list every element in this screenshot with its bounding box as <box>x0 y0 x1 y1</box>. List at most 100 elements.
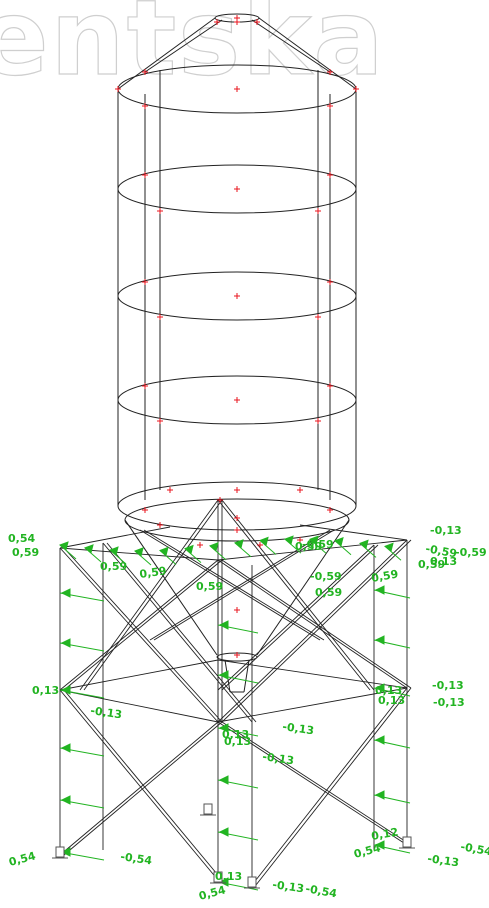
load-value-label: 0,59 <box>12 546 39 559</box>
support-frame-bracing <box>59 499 412 886</box>
green-arrow-icon <box>218 775 229 785</box>
green-arrow-icon <box>334 536 344 547</box>
load-value-label: -0,59 <box>310 570 342 583</box>
wind-load-arrows <box>59 535 411 891</box>
cross-brace <box>63 721 223 856</box>
cross-brace <box>217 544 375 691</box>
cross-brace <box>251 687 408 886</box>
hopper-edge <box>256 519 350 656</box>
load-value-label: 0,12 <box>370 825 399 843</box>
load-value-label: -0,13 <box>272 878 305 895</box>
load-value-label: -0,54 <box>459 840 489 858</box>
watermark-text: entska <box>0 0 386 92</box>
load-value-label: -0,54 <box>120 850 154 867</box>
green-arrow-icon <box>374 635 385 645</box>
green-arrow-icon <box>374 790 385 800</box>
green-arrow-icon <box>60 795 71 805</box>
green-arrow-icon <box>284 535 294 546</box>
cross-brace <box>153 529 335 641</box>
load-value-label: 0,59 <box>196 580 223 593</box>
load-value-label: -0,54 <box>304 882 338 900</box>
base-supports <box>52 803 415 889</box>
support-icon <box>247 876 257 888</box>
frame-beam <box>217 687 408 723</box>
cross-brace <box>221 559 412 689</box>
cross-brace <box>63 547 223 723</box>
support-icon <box>213 871 223 883</box>
load-value-label: -0,59 <box>455 546 487 559</box>
cross-brace <box>139 529 321 641</box>
load-value-label: 0,59 <box>100 560 127 573</box>
load-value-label: -0,59 <box>424 542 457 560</box>
green-arrow-icon <box>60 685 71 695</box>
green-arrow-icon <box>60 847 71 857</box>
load-value-label: 0,59 <box>295 540 322 553</box>
green-arrow-icon <box>374 735 385 745</box>
cross-brace <box>149 529 331 641</box>
roof-edge <box>251 19 331 73</box>
cross-brace <box>217 721 408 846</box>
hopper-edge <box>124 519 218 656</box>
cross-brace <box>59 559 219 691</box>
load-value-label: -0,59 <box>302 538 334 551</box>
cross-brace <box>221 544 379 691</box>
load-value-label: 0,13 <box>375 684 402 697</box>
cross-brace <box>59 547 219 723</box>
cross-brace <box>102 542 253 723</box>
roof-edge <box>117 17 216 90</box>
green-arrow-icon <box>60 743 71 753</box>
green-arrow-icon <box>218 620 229 630</box>
green-arrow-icon <box>384 542 394 553</box>
cross-brace <box>63 559 223 691</box>
green-arrow-icon <box>159 546 169 557</box>
load-value-label: 0,13 <box>224 735 251 748</box>
frame-beam <box>59 659 219 691</box>
roof-edge <box>258 17 357 90</box>
cross-brace <box>221 499 375 691</box>
green-arrow-icon <box>84 544 94 554</box>
node-markers <box>115 15 359 658</box>
watermark-logo: entska <box>0 0 386 92</box>
frame-beam <box>59 526 171 549</box>
frame-beam <box>59 689 219 723</box>
green-arrow-icon <box>259 536 269 547</box>
green-arrow-icon <box>60 588 71 598</box>
cross-brace <box>221 539 412 723</box>
load-value-label: -0,13 <box>430 524 462 537</box>
load-value-label: 0,54 <box>8 532 35 545</box>
load-value-label: 0,13 <box>32 684 59 697</box>
load-value-label: -0,13 <box>433 696 465 709</box>
load-value-label: 0,54 <box>7 849 37 869</box>
green-arrow-icon <box>109 546 119 556</box>
green-arrow-icon <box>218 877 229 887</box>
cross-brace <box>143 529 325 641</box>
green-arrow-icon <box>184 544 194 555</box>
green-arrow-icon <box>374 683 385 693</box>
cross-brace <box>255 687 412 886</box>
cross-brace <box>83 499 223 691</box>
green-arrow-icon <box>60 638 71 648</box>
load-value-label: 0,59 <box>370 567 399 585</box>
green-arrow-icon <box>218 827 229 837</box>
cross-brace <box>217 539 408 723</box>
green-arrow-icon <box>209 542 219 552</box>
load-value-label: 0,13 <box>215 870 242 883</box>
load-value-label: -0,13 <box>427 852 460 869</box>
roof-edge <box>144 19 223 73</box>
load-value-label: 0,59 <box>315 586 342 599</box>
cross-brace <box>59 689 219 881</box>
cross-brace <box>106 542 257 723</box>
support-icon <box>203 803 213 815</box>
green-arrow-icon <box>359 539 369 550</box>
frame-beam <box>217 539 408 561</box>
support-icon <box>402 836 412 848</box>
green-arrow-icon <box>234 539 244 549</box>
load-value-label: -0,13 <box>262 750 295 767</box>
load-value-label: -0,13 <box>90 704 123 721</box>
green-arrow-icon <box>374 585 385 595</box>
cross-brace <box>217 499 371 691</box>
load-value-label: -0,13 <box>282 720 315 737</box>
load-value-label: 0,13 <box>222 728 249 741</box>
